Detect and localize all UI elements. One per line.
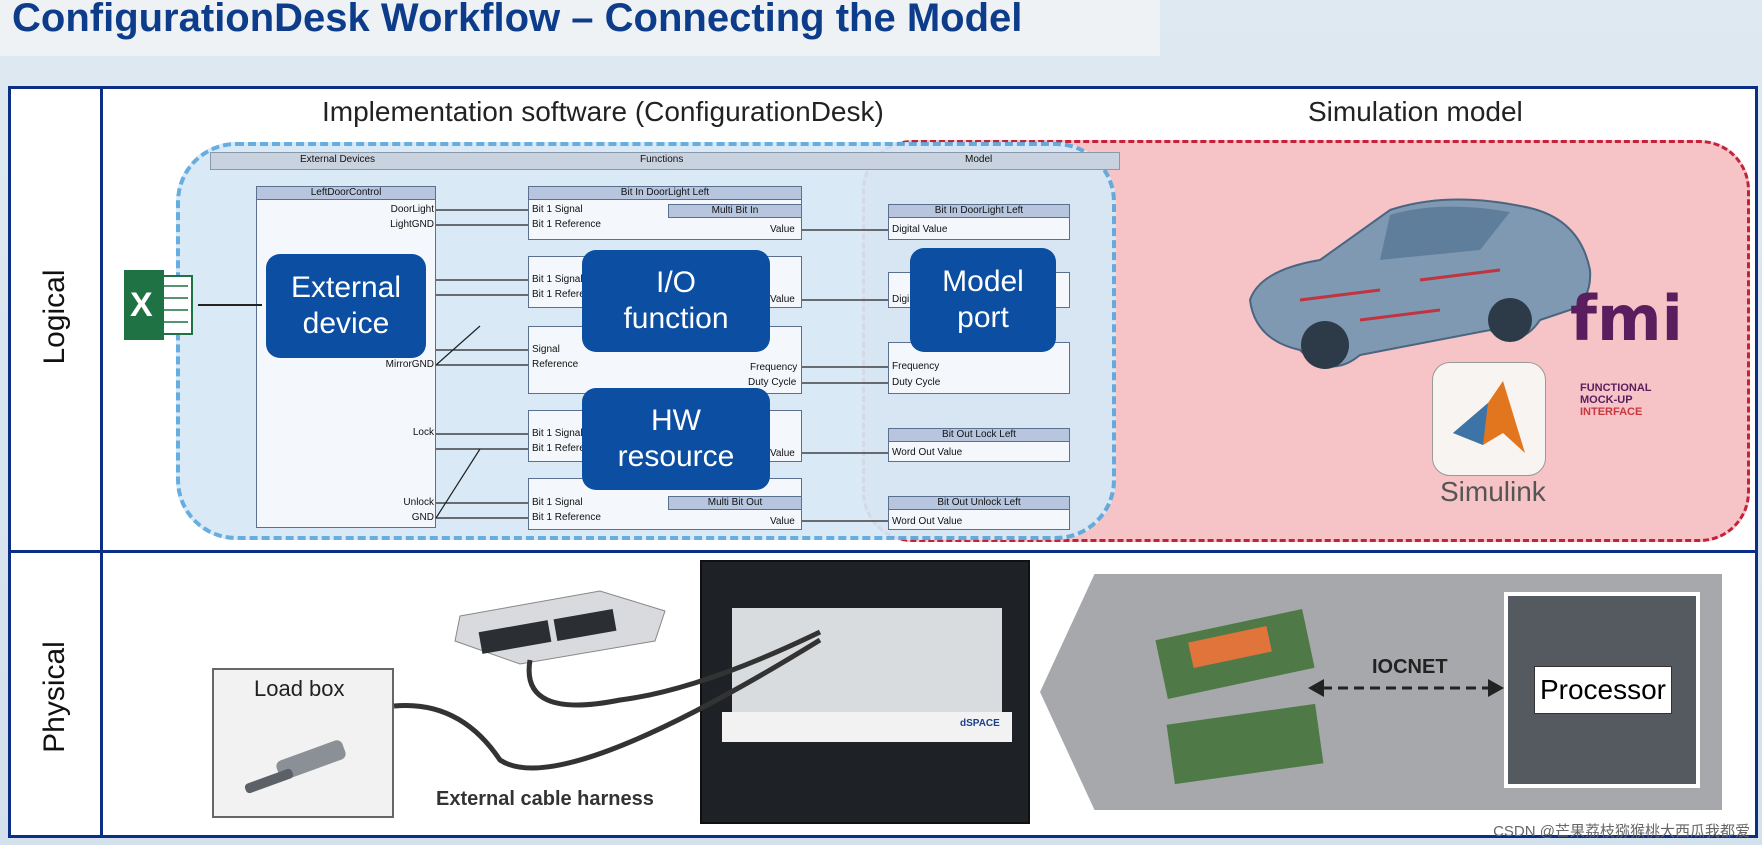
device-block-title: LeftDoorControl (256, 186, 436, 200)
rack-slots (732, 608, 1002, 718)
fmi-subtitle: FUNCTIONAL MOCK-UP INTERFACE (1580, 382, 1652, 418)
hw-resource-box: HW resource (582, 388, 770, 490)
model-port-box: Model port (910, 248, 1056, 352)
hil-rack: dSPACE (700, 560, 1030, 824)
ecu-device (450, 586, 670, 666)
function-row: Bit 1 Signal (532, 204, 583, 215)
fmi-logo: fmi (1570, 282, 1683, 355)
device-port: Unlock (403, 497, 434, 508)
model-port-value: Word Out Value (892, 447, 963, 458)
function-row: Bit 1 Signal (532, 428, 583, 439)
rack-panel (722, 712, 1012, 742)
function-row: Bit 1 Reference (532, 443, 601, 454)
model-block-title: Bit Out Unlock Left (888, 496, 1070, 510)
model-block-title: Bit In DoorLight Left (888, 204, 1070, 218)
pane-functions: Functions (640, 154, 684, 165)
function-out: Value (770, 224, 795, 235)
model-block-title: Bit Out Lock Left (888, 428, 1070, 442)
pane-model: Model (965, 154, 993, 165)
car-illustration (1240, 180, 1600, 380)
function-row: Bit 1 Reference (532, 289, 601, 300)
header-implementation: Implementation software (ConfigurationDe… (322, 96, 884, 127)
injector-icon (236, 720, 366, 810)
model-port-value: Frequency (892, 361, 940, 372)
processor-label: Processor (1534, 666, 1672, 714)
function-block-title: Bit In DoorLight Left (528, 186, 802, 200)
function-out: Frequency (750, 362, 798, 373)
device-port: LightGND (390, 219, 434, 230)
iocnet-arrow (1308, 679, 1504, 697)
device-port: GND (411, 512, 434, 523)
function-row: Signal (532, 344, 560, 355)
function-row: Bit 1 Signal (532, 274, 583, 285)
device-port: MirrorGND (385, 359, 434, 370)
function-block-subtitle: Multi Bit In (668, 204, 802, 218)
header-simulation: Simulation model (1308, 96, 1523, 127)
external-device-box: External device (266, 254, 426, 358)
model-port-value: Word Out Value (892, 516, 963, 527)
function-row: Reference (532, 359, 579, 370)
pane-header-strip (210, 152, 1120, 170)
model-port-value: Duty Cycle (892, 377, 941, 388)
rack-brand: dSPACE (960, 718, 1000, 729)
load-box-label: Load box (254, 676, 345, 701)
fmi-line: MOCK-UP (1580, 394, 1633, 406)
function-block-subtitle: Multi Bit Out (668, 496, 802, 510)
model-port-value: Digi (892, 294, 910, 305)
io-boards (1150, 594, 1350, 794)
function-out: Value (770, 448, 795, 459)
load-box (212, 668, 394, 818)
row-divider (8, 550, 1758, 553)
label-column-divider (100, 86, 103, 838)
excel-icon: X (124, 270, 196, 340)
simulink-logo (1432, 362, 1546, 476)
function-out: Value (770, 294, 795, 305)
model-port-value: Digital Value (892, 224, 948, 235)
function-out: Duty Cycle (748, 377, 797, 388)
fmi-line: INTERFACE (1580, 406, 1643, 418)
iocnet-label: IOCNET (1372, 656, 1448, 678)
function-row: Bit 1 Signal (532, 497, 583, 508)
excel-letter: X (130, 286, 153, 324)
page-title: ConfigurationDesk Workflow – Connecting … (12, 0, 1023, 40)
fmi-line: FUNCTIONAL (1580, 382, 1652, 394)
matlab-peak-icon (1453, 381, 1525, 453)
function-row: Bit 1 Reference (532, 219, 601, 230)
watermark: CSDN @芒果荔枝猕猴桃大西瓜我都爱 (1493, 823, 1750, 840)
device-port: Lock (412, 427, 434, 438)
device-port: DoorLight (390, 204, 434, 215)
pane-external-devices: External Devices (300, 154, 376, 165)
harness-label: External cable harness (436, 788, 654, 810)
function-out: Value (770, 516, 795, 527)
title-bar (0, 0, 1160, 56)
io-function-box: I/O function (582, 250, 770, 352)
simulink-label: Simulink (1440, 476, 1546, 507)
function-row: Bit 1 Reference (532, 512, 601, 523)
